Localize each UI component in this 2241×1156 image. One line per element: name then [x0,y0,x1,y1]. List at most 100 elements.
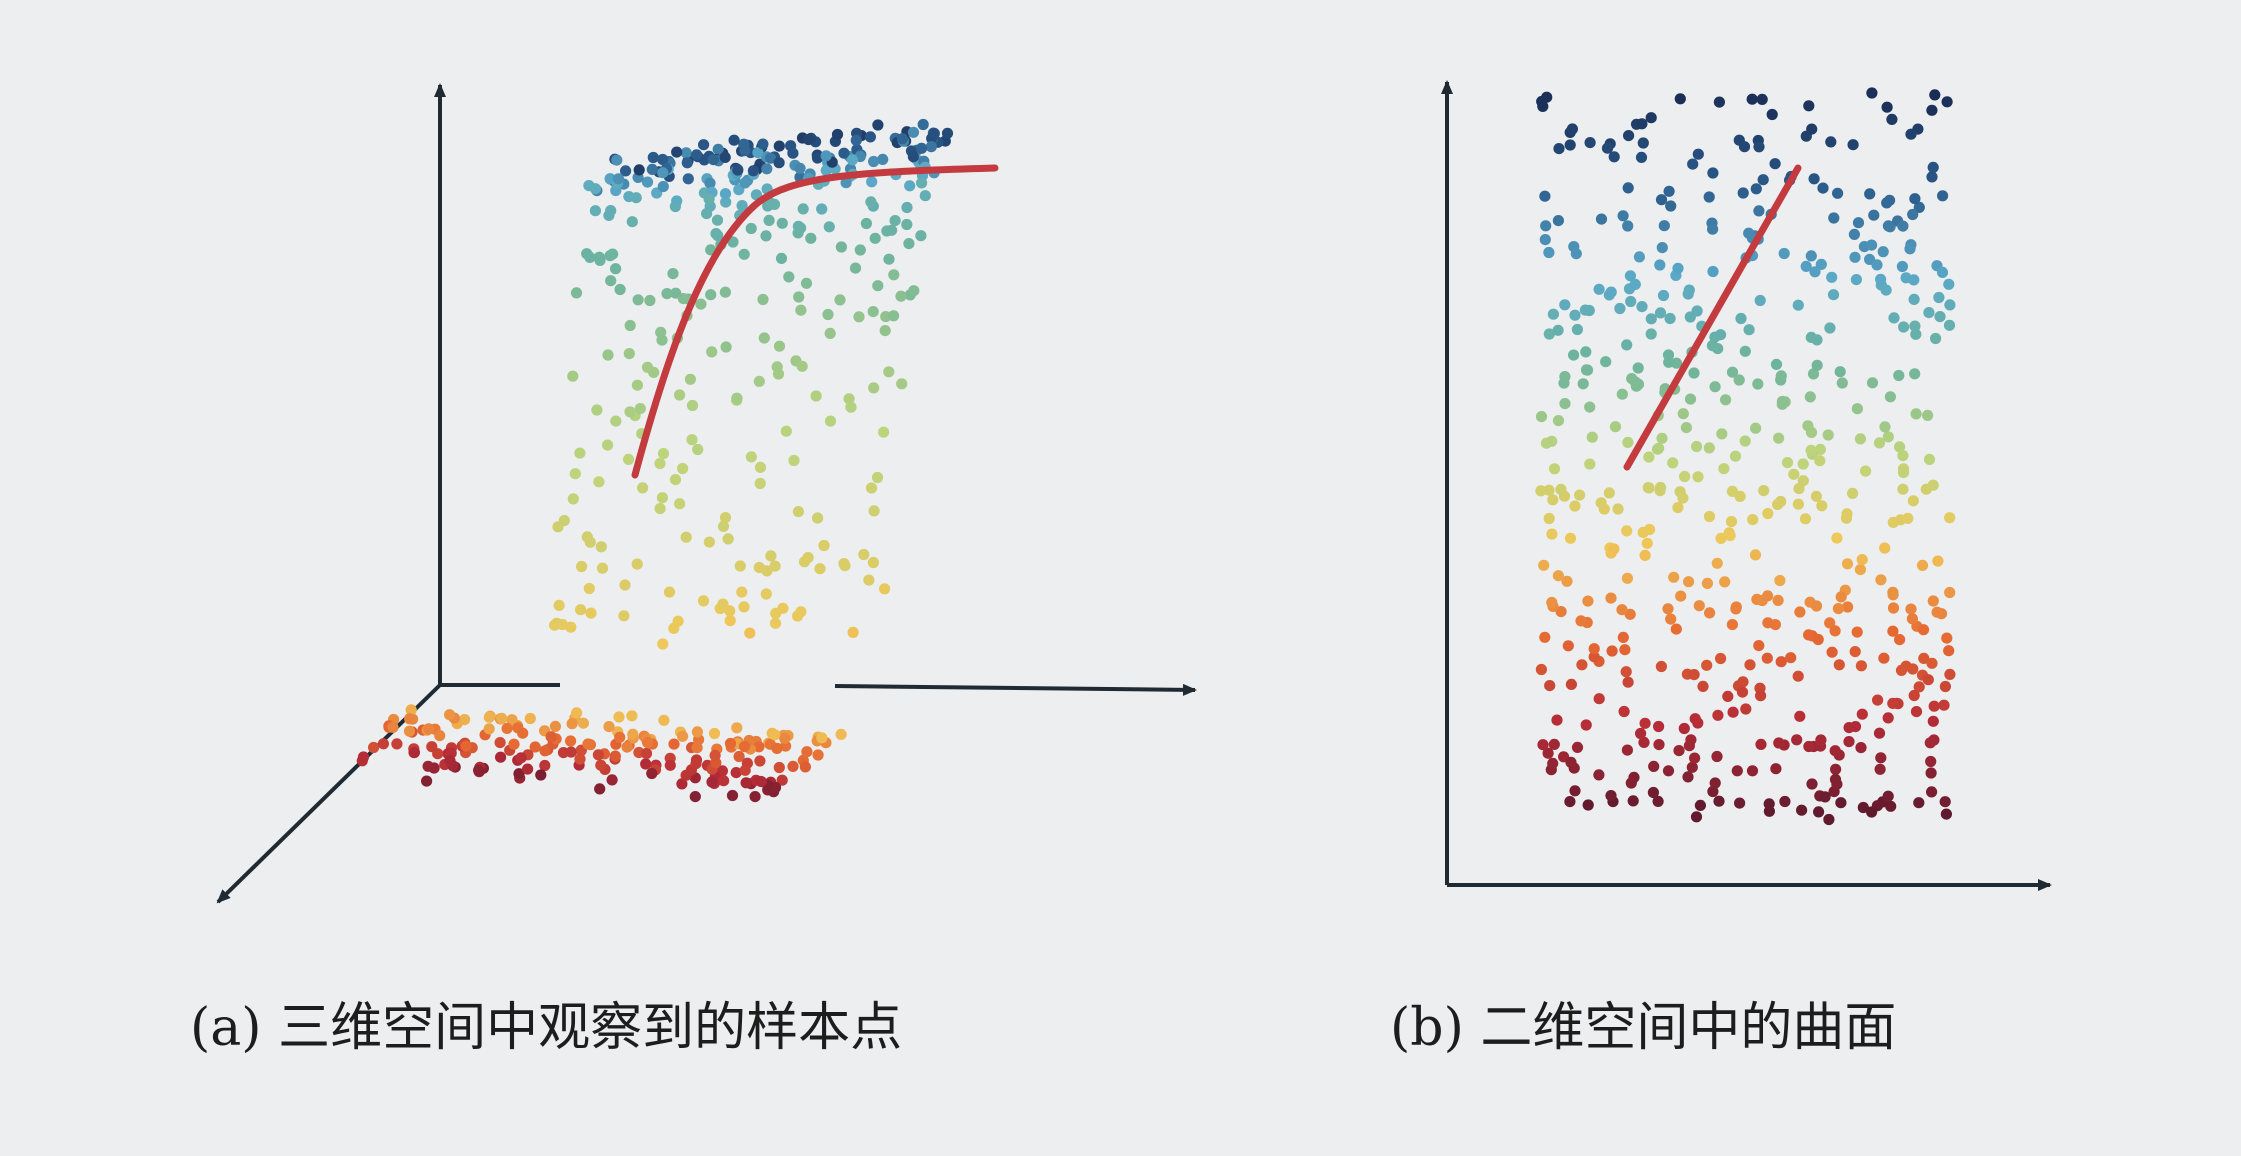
panel-a-point [692,443,704,456]
panel-b-point [1937,190,1949,202]
panel-b-point [1857,801,1869,814]
panel-b-point [1875,273,1887,285]
panel-b-sample-points [1535,87,1956,826]
panel-b-point [1656,432,1668,444]
panel-b-point [1907,663,1919,675]
panel-a-point [576,560,588,573]
panel-b-point [1701,659,1713,671]
panel-b-point [1779,795,1791,808]
panel-a-point [657,448,670,460]
panel-b-point [1733,374,1745,386]
panel-a-point [630,192,642,204]
panel-b-point [1629,278,1641,290]
panel-b-point [1653,739,1665,751]
panel-b-point [1902,512,1914,525]
panel-b-point [1656,242,1668,254]
panel-b-point [1542,747,1554,759]
panel-b-point [1897,220,1909,232]
panel-a-point [677,730,689,742]
panel-b-point [1694,799,1706,812]
panel-a-point [610,415,622,427]
panel-b-point [1923,453,1936,465]
panel-b-point [1662,603,1674,615]
panel-a-point [640,747,653,760]
panel-b-point [1697,680,1709,693]
panel-a-point [865,482,878,494]
panel-b-point [1701,577,1713,590]
panel-b-point [1941,632,1953,644]
panel-b-point [1715,652,1727,665]
panel-a-point [868,382,880,394]
panel-b-point [1827,289,1840,301]
panel-a-point [614,731,626,743]
panel-a-point [691,726,704,738]
panel-a-point [701,208,713,220]
panel-b-point [1887,602,1900,614]
panel-b-point [1616,388,1628,400]
panel-b-point [1829,773,1842,786]
panel-b-point [1689,752,1701,764]
panel-b-point [1707,167,1719,179]
panel-b-point [1552,570,1564,582]
panel-b-point [1612,503,1624,515]
panel-b-point [1926,786,1938,798]
panel-a-point [669,200,682,213]
panel-a-point [792,506,805,518]
panel-b-point [1749,549,1762,561]
panel-a-point [663,586,676,598]
panel-b-point [1815,734,1827,746]
panel-a-point [634,403,646,415]
panel-a-point [377,738,389,750]
panel-b-point [1664,312,1676,325]
panel-b-point [1794,606,1806,618]
panel-a-point [583,582,595,595]
panel-a-point [612,173,625,185]
panel-b-point [1667,457,1679,469]
panel-b-point [1568,349,1580,361]
panel-a-point [622,453,635,465]
panel-a-curve [631,164,999,479]
panel-b-point [1722,690,1734,703]
panel-a-point [802,133,815,146]
panel-a-point [626,710,638,722]
panel-b-point [1854,433,1866,445]
panel-b-point [1814,443,1826,455]
panel-b-point [1810,490,1822,502]
panel-b-point [1715,329,1727,341]
panel-b-point [1580,719,1592,731]
panel-a-point [669,474,682,486]
panel-a-point [765,152,777,164]
panel-b-point [1552,415,1565,427]
panel-a-point [811,152,824,164]
panel-a-point [706,346,718,358]
panel-b-point [1562,640,1574,652]
panel-b-point [1944,586,1956,599]
panel-a-point [883,253,895,265]
panel-b-point [1658,220,1670,232]
panel-a-point [744,627,756,639]
panel-b-point [1535,663,1547,676]
panel-a-point [835,241,848,253]
panel-a-point [680,769,692,781]
panel-a-point [566,718,578,730]
panel-a-sample-points [356,118,954,803]
panel-b-point [1849,646,1861,658]
panel-b-point [1703,442,1715,454]
panel-b-point [1688,367,1700,379]
panel-b-point [1843,736,1855,748]
panel-a-point [776,217,788,229]
panel-b-point [1621,525,1633,537]
panel-b-point [1539,234,1551,246]
panel-a-point [736,200,748,212]
panel-a-point [794,162,806,174]
panel-b-point [1547,308,1559,320]
panel-b-point [1910,408,1922,420]
panel-b-point [1920,483,1932,495]
panel-a-point [840,177,852,189]
panel-b-point [1663,185,1675,197]
panel-b-point [1923,307,1935,319]
panel-a-point [838,558,850,570]
panel-a-point [728,134,740,146]
panel-a-point [712,143,724,155]
panel-b-point [1939,680,1951,693]
